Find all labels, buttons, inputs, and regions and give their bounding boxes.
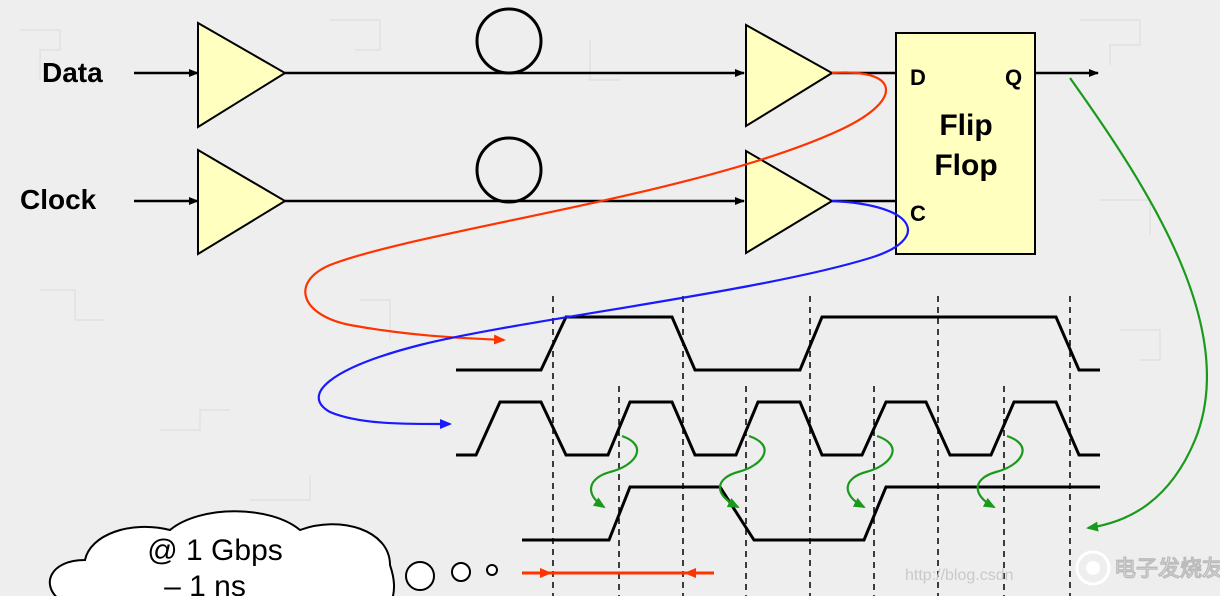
- propagation-arrow-1: [590, 434, 638, 509]
- clock-waveform: [456, 400, 1100, 457]
- ff-pin-q: Q: [1005, 65, 1022, 90]
- logo-text: 电子发烧友: [1114, 556, 1220, 582]
- propagation-arrows: [590, 434, 1024, 509]
- logo: 电子发烧友: [1075, 550, 1220, 586]
- ff-pin-c: C: [910, 201, 926, 226]
- output-timing-path: [1069, 77, 1209, 532]
- data-delay-loop: [475, 7, 543, 75]
- flip-flop-box: [895, 32, 1036, 255]
- data-receive-buffer: [745, 23, 834, 128]
- note-line2: – 1 ns: [164, 570, 246, 596]
- note-line1: @ 1 Gbps: [147, 534, 283, 567]
- blog-watermark: http://blog.csdn: [905, 567, 1014, 584]
- note-cloud: [48, 510, 396, 596]
- clock-delay-loop: [475, 136, 543, 204]
- data-waveform: [456, 315, 1100, 372]
- ff-title-line1: Flip: [939, 109, 992, 142]
- thought-bubble-small: [486, 564, 498, 576]
- clock-timing-path: [317, 199, 910, 430]
- background-watermark: [20, 19, 1161, 501]
- propagation-arrow-2: [718, 434, 766, 508]
- data-timing-path: [304, 71, 887, 345]
- clock-label: Clock: [20, 184, 97, 215]
- thought-bubble-medium: [451, 562, 471, 582]
- propagation-arrow-3: [846, 434, 894, 508]
- data-input-buffer: [197, 21, 287, 129]
- clock-receive-buffer: [745, 149, 834, 255]
- data-label: Data: [42, 57, 103, 88]
- output-waveform: [522, 485, 1100, 542]
- ff-title-line2: Flop: [934, 149, 997, 182]
- clock-input-buffer: [197, 148, 287, 256]
- propagation-arrow-4: [976, 434, 1024, 508]
- ff-pin-d: D: [910, 65, 926, 90]
- thought-bubble-large: [405, 561, 435, 591]
